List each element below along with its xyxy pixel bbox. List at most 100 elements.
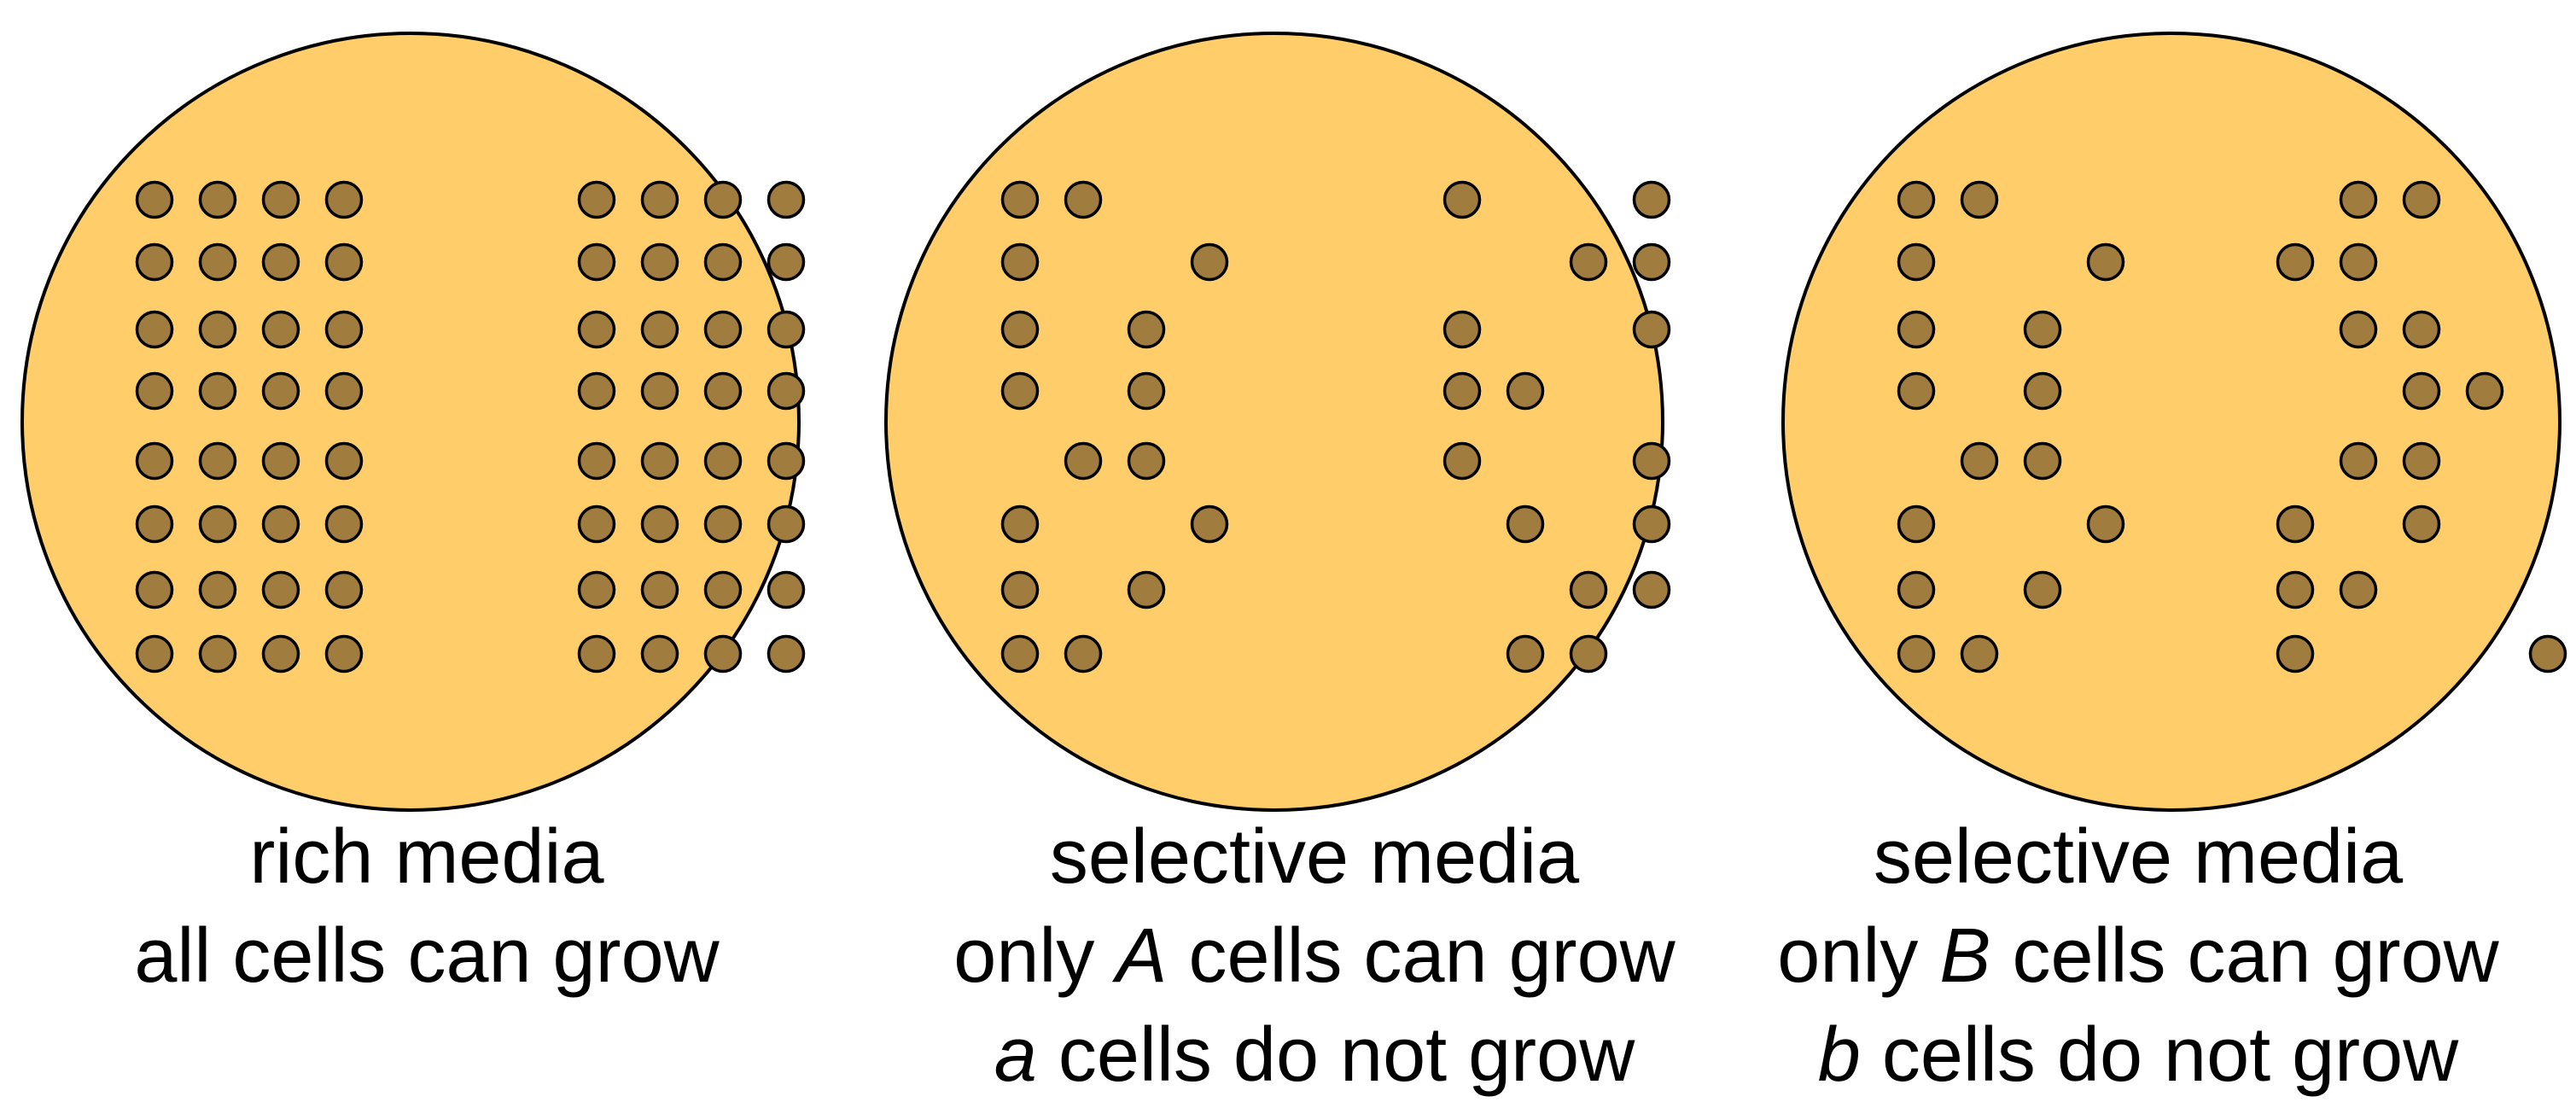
colony (1569, 242, 1608, 282)
colony (1000, 504, 1040, 544)
colony (1632, 441, 1671, 481)
colony (261, 570, 300, 609)
growth-label: all cells can grow (134, 913, 720, 999)
colony (703, 371, 743, 411)
selective-media-a-plate (884, 32, 1671, 812)
colony (1632, 310, 1671, 349)
colony (1127, 371, 1166, 411)
colony (261, 504, 300, 544)
colony (135, 310, 174, 349)
colony (1506, 371, 1545, 411)
selective-b-caption: selective media only B cells can grow b … (1711, 808, 2565, 1105)
colony (2402, 441, 2441, 481)
colony (261, 634, 300, 674)
colony (1442, 310, 1482, 349)
colony (135, 371, 174, 411)
colony (703, 570, 743, 609)
petri-dish (884, 32, 1664, 812)
colony (1632, 570, 1671, 609)
colony (2086, 504, 2125, 544)
colony (261, 180, 300, 219)
colony (1442, 441, 1482, 481)
no-growth-label: a cells do not grow (994, 1012, 1635, 1098)
colony (1897, 180, 1936, 219)
colony (2339, 570, 2378, 609)
genotype-A: A (1116, 913, 1168, 999)
colony (2276, 570, 2315, 609)
colony (2023, 570, 2062, 609)
colony (135, 242, 174, 282)
colony (1506, 634, 1545, 674)
colony (640, 441, 679, 481)
colony (766, 634, 806, 674)
colony (766, 441, 806, 481)
medium-label: rich media (249, 814, 604, 900)
colony (577, 634, 616, 674)
colony (1569, 570, 1608, 609)
colony (2528, 634, 2567, 674)
colony (1897, 371, 1936, 411)
colony (766, 570, 806, 609)
colony (1000, 634, 1040, 674)
colony (1960, 634, 1999, 674)
colony (135, 634, 174, 674)
colony (1960, 441, 1999, 481)
colony (1897, 504, 1936, 544)
rich-media-caption: rich media all cells can grow (0, 808, 854, 1006)
colony (198, 310, 237, 349)
colony (766, 242, 806, 282)
growth-label: only B cells can grow (1777, 913, 2499, 999)
colony (766, 371, 806, 411)
colony (198, 371, 237, 411)
genotype-b: b (1817, 1012, 1861, 1098)
colony (1897, 310, 1936, 349)
colony (1190, 242, 1229, 282)
genotype-B: B (1939, 913, 1991, 999)
colony (2023, 371, 2062, 411)
colony (198, 180, 237, 219)
colony (1000, 570, 1040, 609)
colony (261, 310, 300, 349)
colony (135, 570, 174, 609)
colony (640, 504, 679, 544)
colony (198, 570, 237, 609)
colony (198, 634, 237, 674)
colony (1632, 242, 1671, 282)
genotype-a: a (994, 1012, 1037, 1098)
colony (2402, 371, 2441, 411)
colony (766, 180, 806, 219)
colony (261, 242, 300, 282)
colony (1442, 180, 1482, 219)
colony (1632, 180, 1671, 219)
colony (1897, 570, 1936, 609)
colony (2276, 242, 2315, 282)
colony (2339, 441, 2378, 481)
colony (1127, 441, 1166, 481)
colony (1569, 634, 1608, 674)
colony (324, 570, 364, 609)
colony (640, 180, 679, 219)
colony (135, 504, 174, 544)
rich-media-plate (20, 32, 806, 812)
no-growth-label: b cells do not grow (1817, 1012, 2459, 1098)
colony (1897, 634, 1936, 674)
colony (1960, 180, 1999, 219)
colony (1000, 371, 1040, 411)
colony (577, 310, 616, 349)
colony (2276, 634, 2315, 674)
colony (324, 441, 364, 481)
colony (1127, 310, 1166, 349)
selective-media-b-plate (1781, 32, 2567, 812)
colony (2402, 504, 2441, 544)
colony (1506, 504, 1545, 544)
colony (324, 371, 364, 411)
colony (2339, 180, 2378, 219)
medium-label: selective media (1049, 814, 1580, 900)
colony (198, 441, 237, 481)
colony (577, 242, 616, 282)
colony (577, 441, 616, 481)
colony (261, 371, 300, 411)
colony (1064, 441, 1103, 481)
colony (2023, 441, 2062, 481)
